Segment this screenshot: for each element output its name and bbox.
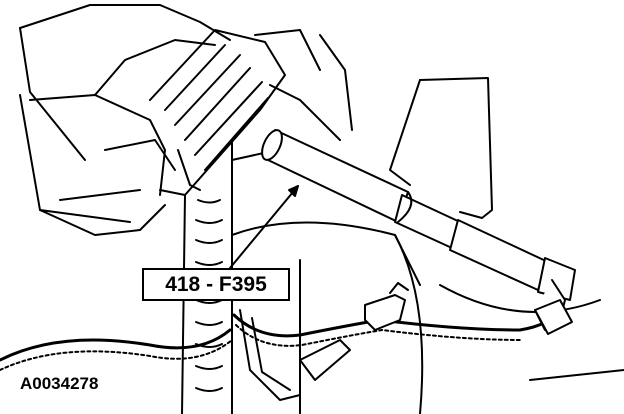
callout-leader	[229, 185, 299, 269]
pillar-structure	[181, 34, 421, 414]
tool-number-callout: 418 - F395	[142, 268, 290, 301]
trim-panel-assembly	[19, 4, 321, 236]
body-panel-edges	[394, 234, 624, 414]
special-tool	[261, 129, 576, 331]
wiring-harness	[0, 282, 573, 401]
tool-number-label: 418 - F395	[165, 272, 267, 296]
mounting-bracket	[389, 77, 493, 219]
figure-id-label: A0034278	[20, 374, 99, 393]
